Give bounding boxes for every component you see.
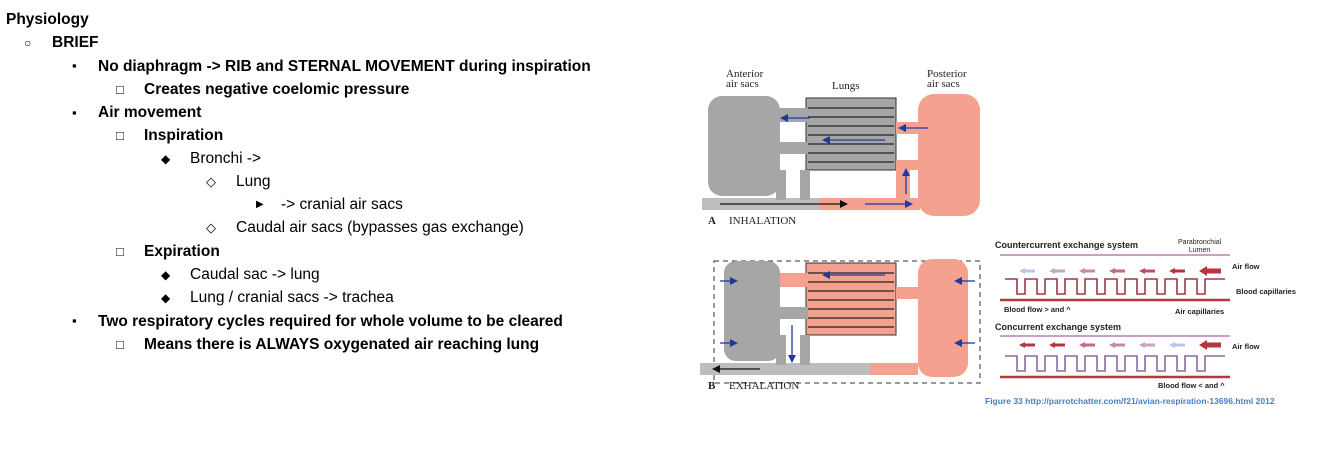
bullet-open-diamond: ◇ — [206, 220, 216, 235]
label-posterior-air-sacs: Posterior air sacs — [927, 68, 967, 90]
bronchus-tube-b-salmon — [870, 363, 918, 375]
bullet-box: □ — [116, 82, 124, 97]
bullet-circle: ○ — [24, 36, 32, 50]
air-flow-label-2: Air flow — [1232, 342, 1260, 351]
connector-right-b — [896, 287, 920, 299]
exhalation-diagram — [700, 259, 981, 384]
outline-negative-pressure: Creates negative coelomic pressure — [144, 81, 410, 98]
exchange-system-diagram — [1000, 254, 1230, 379]
outline-bronchi: Bronchi -> — [190, 150, 262, 167]
concurrent-title: Concurrent exchange system — [995, 322, 1122, 332]
exhalation-arrows — [712, 271, 975, 373]
countercurrent-air-arrows — [1019, 266, 1221, 276]
bullet-square: ▪ — [72, 105, 77, 120]
anterior-air-sac — [708, 96, 780, 196]
posterior-air-sac-b — [918, 259, 968, 377]
label-lungs: Lungs — [832, 80, 860, 92]
figure-credit: Figure 33 http://parrotchatter.com/f21/a… — [985, 396, 1275, 406]
concurrent-capillaries — [1005, 355, 1225, 372]
caption-b-letter: B — [708, 380, 716, 392]
outline-expiration: Expiration — [144, 243, 220, 260]
caption-inhalation: INHALATION — [729, 215, 797, 227]
outline-means-oxygenated: Means there is ALWAYS oxygenated air rea… — [144, 336, 540, 353]
blood-flow-gt-label: Blood flow > and ^ — [1004, 305, 1071, 314]
outline-two-cycles: Two respiratory cycles required for whol… — [98, 313, 563, 330]
countercurrent-title: Countercurrent exchange system — [995, 240, 1139, 250]
posterior-air-sac — [918, 94, 980, 216]
outline-title: Physiology — [6, 11, 89, 28]
bullet-box: □ — [116, 337, 124, 352]
outline-caudal-sac-lung: Caudal sac -> lung — [190, 266, 320, 283]
bullet-diamond: ◆ — [161, 291, 171, 305]
caption-a-letter: A — [708, 215, 716, 227]
outline-no-diaphragm: No diaphragm -> RIB and STERNAL MOVEMENT… — [98, 58, 591, 75]
bullet-diamond: ◆ — [161, 268, 171, 282]
bronchus-tube-b — [700, 363, 918, 375]
bullet-square: ▪ — [72, 313, 77, 328]
label-anterior-air-sacs: Anterior air sacs — [726, 68, 764, 90]
bullet-box: □ — [116, 244, 124, 259]
duct-mid-b — [800, 335, 810, 365]
bullet-box: □ — [116, 128, 124, 143]
air-capillaries-label: Air capillaries — [1175, 307, 1225, 316]
lung-block — [805, 97, 897, 171]
bullet-open-diamond: ◇ — [206, 174, 216, 189]
outline-lung: Lung — [236, 173, 271, 190]
connector-right-low — [896, 160, 920, 170]
bullet-diamond: ◆ — [161, 152, 171, 166]
connector-mid-b — [780, 307, 808, 319]
outline-caudal-air-sacs: Caudal air sacs (bypasses gas exchange) — [236, 219, 524, 236]
bullet-square: ▪ — [72, 58, 77, 73]
outline-brief: BRIEF — [52, 34, 99, 51]
connector-upper-b — [780, 273, 808, 287]
outline-lung-cranial-trachea: Lung / cranial sacs -> trachea — [190, 289, 394, 306]
air-flow-label-1: Air flow — [1232, 262, 1260, 271]
concurrent-air-arrows — [1019, 340, 1221, 350]
duct-left-b — [776, 335, 786, 365]
parabronchi-lines-b — [808, 272, 894, 328]
outline-air-movement: Air movement — [98, 104, 202, 121]
parabronchi-lines — [808, 107, 894, 163]
outline-cranial-air-sacs: -> cranial air sacs — [281, 196, 403, 213]
inhalation-arrows — [720, 114, 928, 208]
blood-flow-lt-label: Blood flow < and ^ — [1158, 381, 1225, 390]
bullet-triangle: ▶ — [256, 199, 264, 210]
countercurrent-capillaries — [1005, 278, 1225, 295]
caption-exhalation: EXHALATION — [729, 380, 800, 392]
anterior-air-sac-b — [724, 261, 780, 361]
duct-left — [776, 170, 786, 200]
outline-inspiration: Inspiration — [144, 127, 224, 144]
lung-block-b — [805, 262, 897, 336]
duct-mid — [800, 170, 810, 200]
inhalation-diagram — [702, 94, 980, 216]
parabronchial-lumen-label: Parabronchial Lumen — [1178, 239, 1222, 254]
connector-mid — [780, 142, 808, 154]
blood-capillaries-label: Blood capillaries — [1236, 287, 1297, 296]
dashed-outline — [713, 260, 981, 384]
